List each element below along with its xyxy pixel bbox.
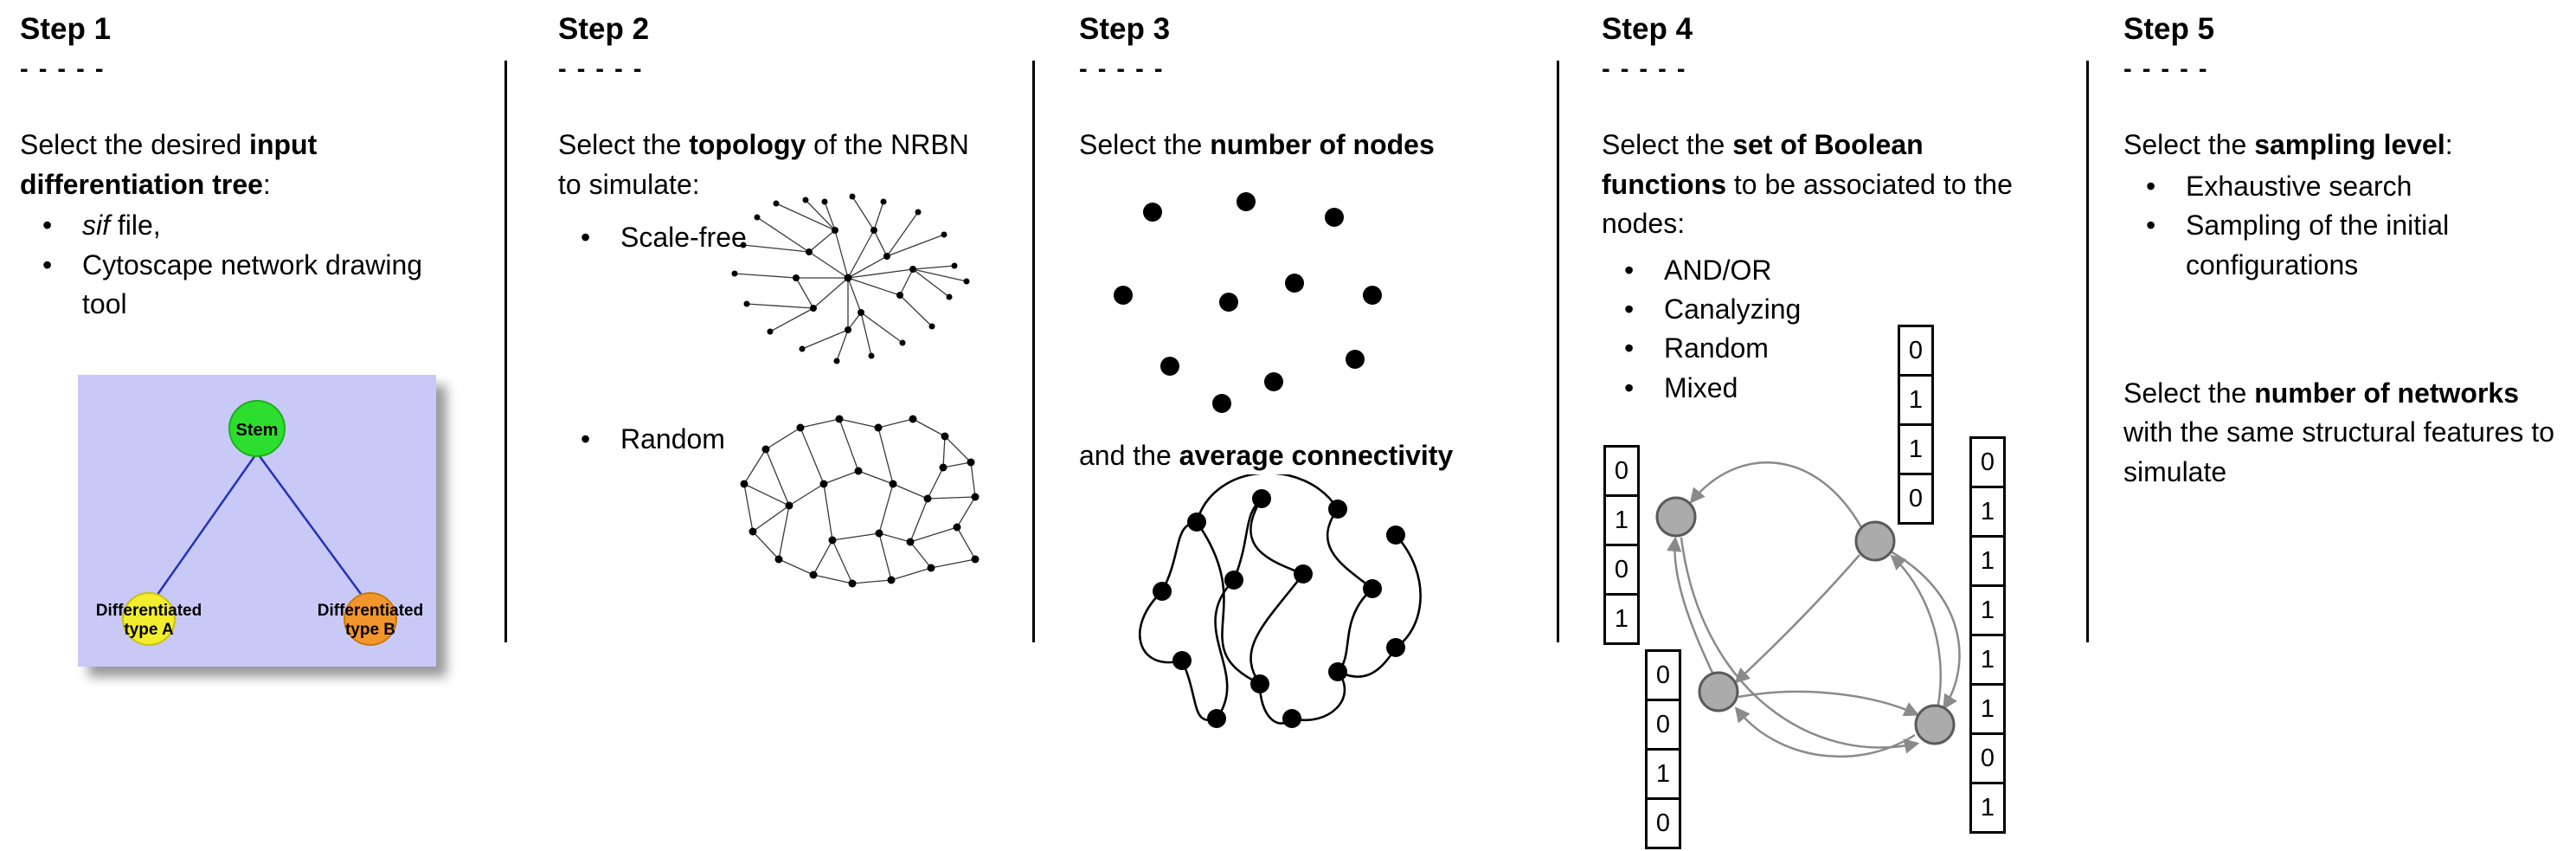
stem-node (228, 400, 286, 457)
tangle-edges (1138, 474, 1422, 725)
differentiated-type-a-node (122, 592, 176, 646)
boolean-network-figure: 0 1 0 1 0 1 1 0 0 0 1 0 0 1 1 1 (1598, 316, 2035, 851)
bullet-exhaustive-search: Exhaustive search (2123, 167, 2569, 207)
step-3-title: Step 3 (1079, 12, 1171, 46)
step-5-dashes: - - - - - (2123, 55, 2209, 84)
scattered-nodes-figure (1114, 192, 1382, 413)
random-network-figure (740, 415, 980, 588)
boolean-node-1 (1655, 496, 1697, 538)
scale-free-network-figure (731, 193, 970, 364)
step-1-column: Step 1 - - - - - Select the desired inpu… (20, 12, 444, 667)
stem-label: Stem (236, 421, 279, 440)
bullet-cytoscape: Cytoscape network drawing tool (20, 246, 444, 325)
truth-table-cell: 1 (1969, 634, 2006, 686)
step-4-intro: Select the set of Boolean functions to b… (1602, 129, 2013, 240)
step-2-dashes: - - - - - (558, 55, 644, 84)
truth-table-left: 0 1 0 1 (1603, 445, 1640, 645)
truth-table-cell: 1 (1969, 683, 2006, 735)
truth-table-cell: 0 (1603, 445, 1640, 497)
boolean-network-nodes (1655, 496, 1956, 745)
column-divider-4 (2086, 61, 2089, 642)
truth-table-top: 0 1 1 0 (1898, 325, 1934, 525)
differentiation-tree-svg: Stem Differentiated type A Differentiate… (78, 375, 436, 667)
truth-table-right: 0 1 1 1 1 1 0 1 (1969, 436, 2006, 834)
step-3-second-text: and the average connectivity (1079, 440, 1454, 471)
truth-table-cell: 0 (1645, 699, 1681, 751)
bullet-and-or: AND/OR (1602, 251, 2052, 291)
step-4-bullets: AND/OR Canalyzing Random Mixed (1602, 251, 2052, 409)
truth-table-cell: 1 (1969, 782, 2006, 834)
connectivity-tangle-figure (1138, 474, 1422, 728)
step-2-column: Step 2 - - - - - Select the topology of … (558, 12, 982, 588)
step-5-intro: Select the sampling level: (2123, 129, 2453, 161)
step-1-title: Step 1 (20, 12, 112, 46)
boolean-node-3 (1698, 671, 1739, 712)
truth-table-cell: 1 (1603, 494, 1640, 546)
truth-table-cell: 0 (1898, 473, 1934, 525)
step-3-dashes: - - - - - (1079, 55, 1165, 84)
boolean-node-4 (1914, 704, 1956, 745)
column-divider-1 (504, 61, 507, 642)
scattered-nodes (1114, 192, 1382, 413)
boolean-network-arrows (1666, 461, 1961, 758)
type-a-label-line1: Differentiated (96, 602, 202, 620)
tangle-nodes (1153, 489, 1405, 728)
column-divider-2 (1032, 61, 1035, 642)
bullet-scale-free: Scale-free (558, 218, 982, 258)
random-network-nodes (740, 415, 980, 588)
truth-table-cell: 1 (1898, 374, 1934, 426)
bullet-random: Random (558, 420, 982, 460)
truth-table-cell: 0 (1969, 732, 2006, 784)
boolean-node-2 (1854, 520, 1896, 562)
bullet-sif-file: sif file, (20, 206, 444, 246)
differentiated-type-b-node (344, 592, 397, 646)
step-3-column: Step 3 - - - - - Select the number of no… (1079, 12, 1564, 728)
truth-table-cell: 0 (1969, 436, 2006, 488)
truth-table-cell: 1 (1969, 584, 2006, 636)
tree-edges (147, 452, 372, 608)
truth-table-cell: 0 (1645, 797, 1681, 849)
step-3-intro: Select the number of nodes (1079, 129, 1435, 161)
truth-table-cell: 1 (1603, 593, 1640, 645)
step-1-intro: Select the desired input differentiation… (20, 129, 318, 200)
truth-table-cell: 1 (1969, 486, 2006, 538)
step-4-dashes: - - - - - (1602, 55, 1687, 84)
type-a-label-line2: type A (124, 621, 174, 639)
bullet-sampling-configs: Sampling of the initial configurations (2123, 206, 2569, 285)
type-b-label-line2: type B (345, 621, 395, 639)
truth-table-cell: 1 (1898, 423, 1934, 475)
step-5-column: Step 5 - - - - - Select the sampling lev… (2123, 12, 2569, 492)
step-2-bullets: Scale-free Random (558, 218, 982, 459)
truth-table-cell: 0 (1898, 325, 1934, 377)
step-5-second-text: Select the number of networks with the s… (2123, 377, 2554, 487)
type-b-label-line1: Differentiated (318, 602, 423, 620)
bullet-canalyzing: Canalyzing (1602, 290, 2052, 330)
scale-free-nodes (731, 193, 970, 364)
step-1-bullets: sif file, Cytoscape network drawing tool (20, 206, 444, 324)
truth-table-cell: 1 (1645, 748, 1681, 800)
differentiation-tree-figure: Stem Differentiated type A Differentiate… (78, 375, 436, 667)
truth-table-bottom-left: 0 0 1 0 (1645, 649, 1681, 849)
step-2-title: Step 2 (558, 12, 650, 46)
column-divider-3 (1557, 61, 1559, 642)
truth-table-cell: 0 (1603, 544, 1640, 596)
bullet-mixed: Mixed (1602, 369, 2052, 409)
truth-table-cell: 1 (1969, 535, 2006, 587)
scale-free-edges (734, 196, 967, 362)
step-4-title: Step 4 (1602, 12, 1693, 46)
step-1-dashes: - - - - - (20, 55, 106, 84)
truth-table-cell: 0 (1645, 649, 1681, 701)
step-4-column: Step 4 - - - - - Select the set of Boole… (1602, 12, 2052, 849)
boolean-network-svg (1655, 461, 1961, 758)
step-5-title: Step 5 (2123, 12, 2215, 46)
step-5-bullets: Exhaustive search Sampling of the initia… (2123, 167, 2569, 285)
random-network-edges (743, 418, 976, 584)
bullet-random-functions: Random (1602, 329, 2052, 369)
step-2-intro: Select the topology of the NRBN to simul… (558, 129, 969, 200)
